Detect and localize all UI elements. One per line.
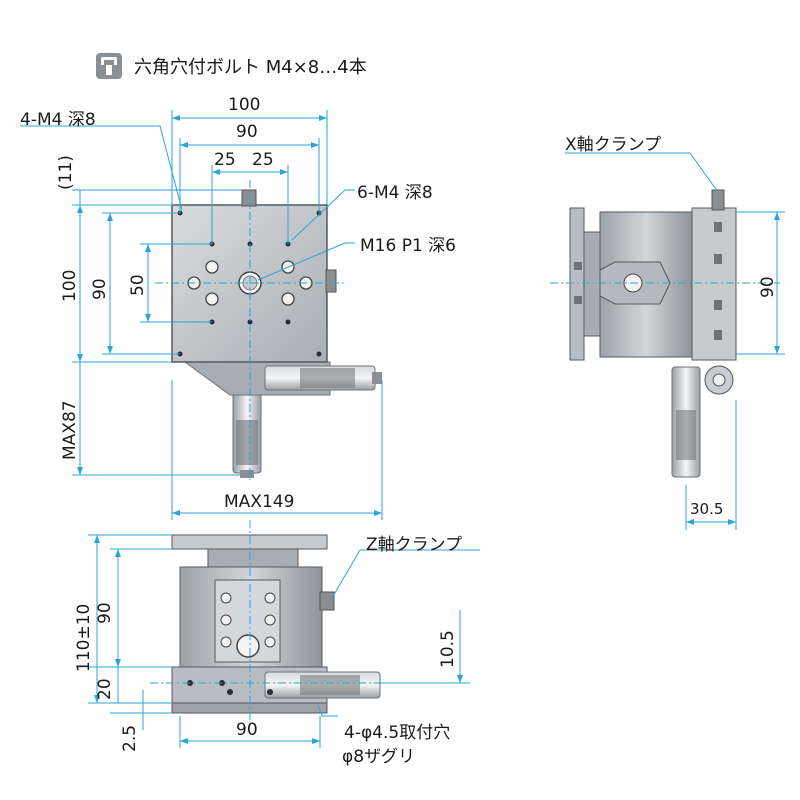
dim-25-right: 25 xyxy=(252,150,274,170)
dim-width-90: 90 xyxy=(236,122,258,142)
top-view xyxy=(20,110,383,520)
dim-max87: MAX87 xyxy=(60,400,80,460)
callout-mount-holes: 4-φ4.5取付穴 xyxy=(344,723,451,743)
callout-z-clamp: Z軸クランプ xyxy=(366,535,463,555)
dim-110-10: 110±10 xyxy=(74,603,94,672)
side-dim-90: 90 xyxy=(758,276,778,298)
dim-height-100: 100 xyxy=(60,269,80,302)
front-view xyxy=(88,520,480,748)
dim-11: (11) xyxy=(56,155,76,190)
side-view xyxy=(550,152,785,530)
side-dim-30-5: 30.5 xyxy=(690,500,724,518)
dim-10-5: 10.5 xyxy=(438,630,458,668)
dim-width-100: 100 xyxy=(228,95,261,115)
front-dim-90: 90 xyxy=(95,602,115,624)
hex-bolt-icon xyxy=(96,53,122,79)
dim-25-left: 25 xyxy=(214,150,236,170)
callout-m16: M16 P1 深6 xyxy=(360,236,456,256)
dim-2-5: 2.5 xyxy=(120,724,140,752)
dim-height-90: 90 xyxy=(90,278,110,300)
dim-50: 50 xyxy=(128,274,148,296)
header: 六角穴付ボルト M4×8…4本 xyxy=(96,52,367,80)
callout-6-m4: 6-M4 深8 xyxy=(357,183,433,203)
header-text: 六角穴付ボルト M4×8…4本 xyxy=(134,57,367,78)
callout-tapped-holes: 4-M4 深8 xyxy=(20,110,96,130)
dim-20: 20 xyxy=(95,678,115,700)
callout-counterbore: φ8ザグリ xyxy=(342,747,416,767)
front-dim-90-bottom: 90 xyxy=(236,720,258,740)
callout-x-clamp: X軸クランプ xyxy=(565,135,662,155)
dim-max149: MAX149 xyxy=(224,492,295,512)
